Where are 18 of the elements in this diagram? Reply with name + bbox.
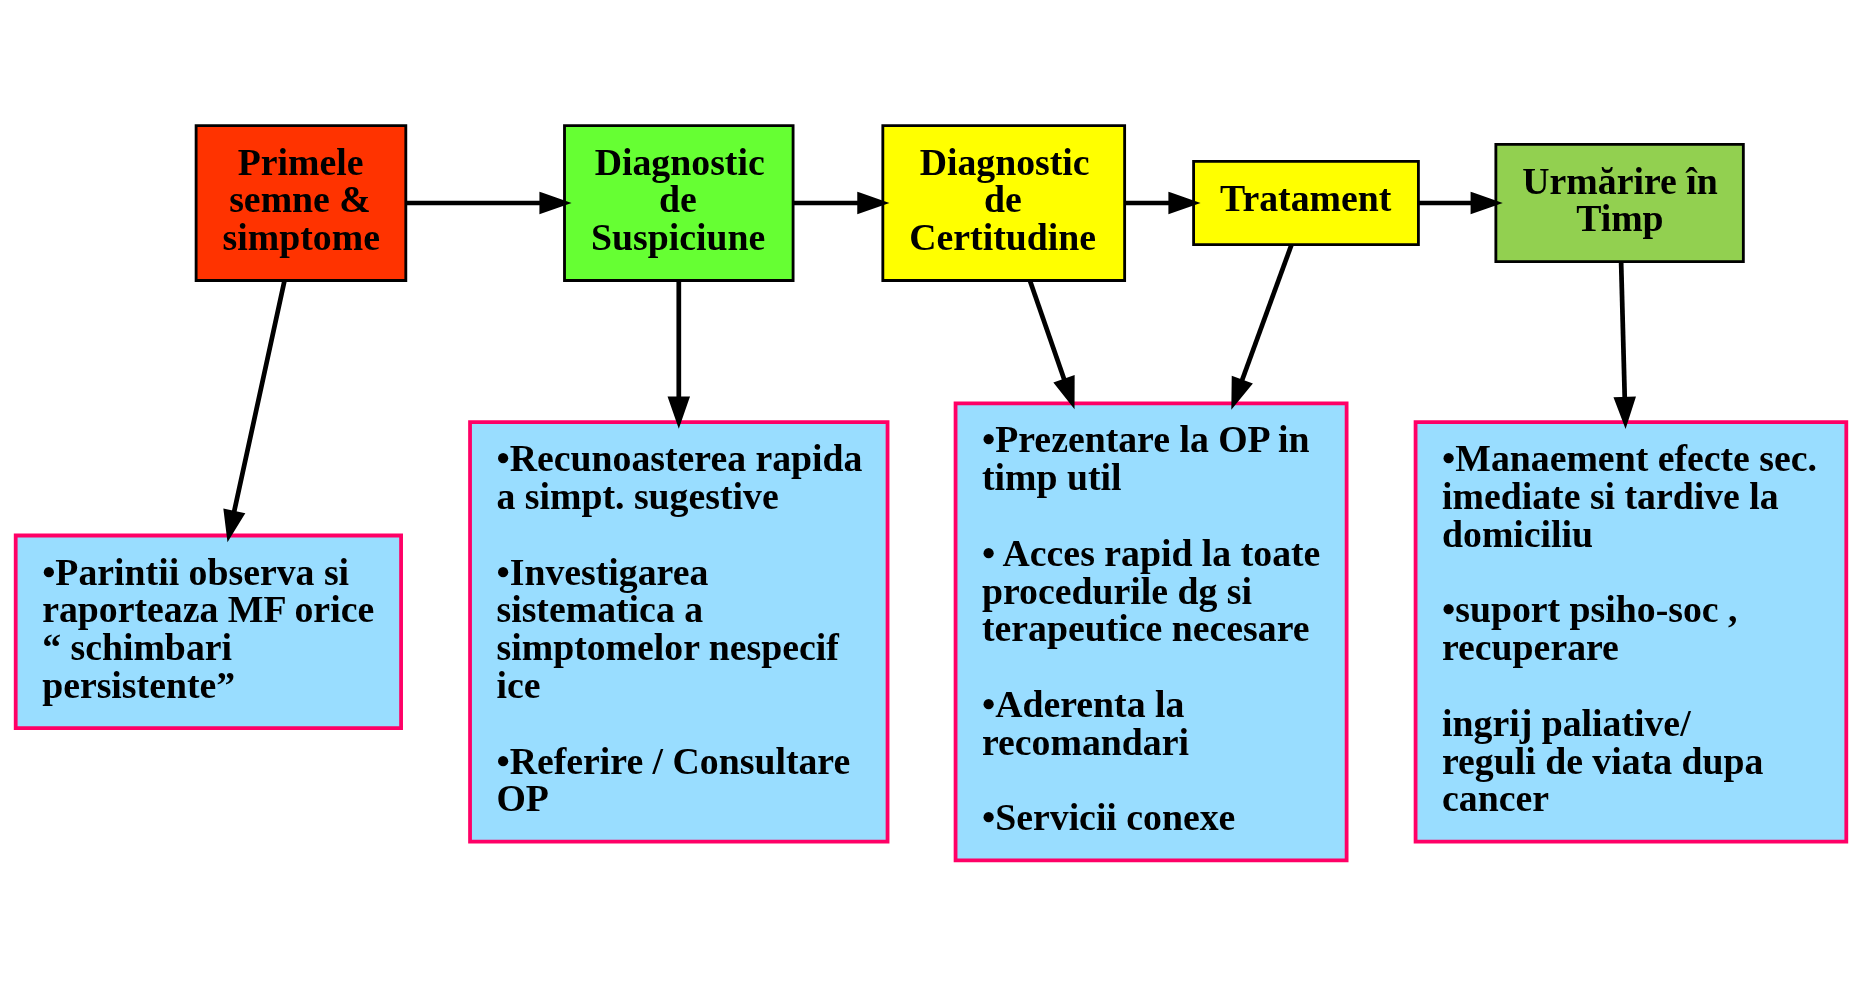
node-box: •Manaement efecte sec. imediate si tardive la domiciliu •suport psiho-soc , recuperare ingrij paliative/ reguli de viata dupa cancer xyxy=(1413,419,1849,843)
node-box: Primele semne & simptome xyxy=(194,123,408,282)
arrow xyxy=(793,191,890,214)
node-box: Diagnostic de Certitudine xyxy=(881,123,1127,282)
node-box: •Parintii observa si raporteaza MF orice “ schimbari persistente” xyxy=(13,533,403,730)
arrow xyxy=(223,279,287,542)
node-box: Urmărire în Timp xyxy=(1494,142,1745,263)
arrow xyxy=(1027,279,1075,409)
node-box: •Prezentare la OP in timp util • Acces rapid la toate procedurile dg si terapeutice necesare •Aderenta la recomandari •Servicii conexe xyxy=(953,400,1349,862)
arrow xyxy=(1613,261,1636,429)
arrow xyxy=(1418,191,1503,214)
node-box: Tratament xyxy=(1192,159,1420,246)
node-box: •Recunoasterea rapida a simpt. sugestive •Investigarea sistematica a simptomelor nespecif ice •Referire / Consultare OP xyxy=(468,419,890,843)
node-box: Diagnostic de Suspiciune xyxy=(563,123,795,282)
arrow xyxy=(1124,191,1201,214)
arrow xyxy=(1231,243,1294,410)
arrow xyxy=(667,280,691,429)
arrow xyxy=(406,191,572,214)
